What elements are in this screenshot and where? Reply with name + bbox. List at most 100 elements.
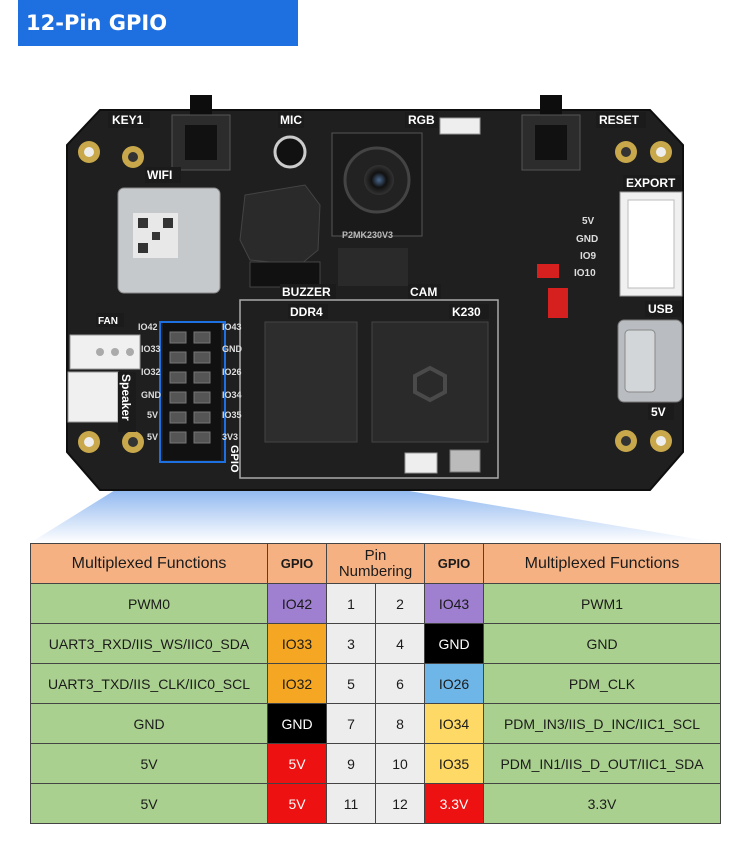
label-wifi: WIFI [147, 168, 172, 182]
header-pin-line1: Pin [364, 546, 387, 564]
left-gpio-cell: IO42 [267, 583, 327, 624]
ddr4-area [239, 299, 499, 479]
header-label-io34: IO34 [222, 390, 242, 400]
export-connector [619, 191, 683, 297]
header-label-gnd-right: GND [222, 344, 243, 354]
header-label-io43: IO43 [222, 322, 242, 332]
header-right-gpio: GPIO [424, 543, 484, 584]
label-speaker: Speaker [119, 374, 133, 421]
pin-left-cell: 1 [326, 583, 376, 624]
right-function-cell: PDM_CLK [483, 663, 721, 704]
reset-button [521, 95, 581, 171]
label-key1: KEY1 [112, 113, 144, 127]
header-right-function: Multiplexed Functions [483, 543, 721, 584]
camera-module [331, 132, 423, 286]
left-function-cell: 5V [30, 783, 268, 824]
buzzer-component [249, 261, 321, 288]
export-pin-gnd: GND [576, 234, 598, 245]
gpio-header [159, 321, 226, 463]
label-cam-module: P2MK230V3 [342, 230, 393, 240]
export-pin-io9: IO9 [580, 251, 597, 262]
right-gpio-cell: 3.3V [424, 783, 484, 824]
header-label-gnd-left: GND [141, 390, 162, 400]
board-illustration: KEY1 MIC RGB RESET WIFI EXPORT P2MK230V3… [30, 95, 720, 543]
right-function-cell: 3.3V [483, 783, 721, 824]
pin-right-cell: 8 [375, 703, 425, 744]
right-gpio-cell: GND [424, 623, 484, 664]
right-gpio-cell: IO43 [424, 583, 484, 624]
right-function-cell: PDM_IN3/IIS_D_INC/IIC1_SCL [483, 703, 721, 744]
right-function-cell: GND [483, 623, 721, 664]
label-mic: MIC [280, 113, 302, 127]
header-label-5v-1: 5V [147, 410, 158, 420]
left-function-cell: UART3_RXD/IIS_WS/IIC0_SDA [30, 623, 268, 664]
label-gpio: GPIO [228, 445, 240, 473]
label-k230: K230 [452, 305, 481, 319]
header-left-function: Multiplexed Functions [30, 543, 268, 584]
left-gpio-cell: GND [267, 703, 327, 744]
wifi-module [117, 187, 221, 294]
right-function-cell: PDM_IN1/IIS_D_OUT/IIC1_SDA [483, 743, 721, 784]
label-ddr4: DDR4 [290, 305, 323, 319]
left-gpio-cell: IO32 [267, 663, 327, 704]
left-gpio-cell: 5V [267, 783, 327, 824]
export-pin-io10: IO10 [574, 268, 596, 279]
pin-right-cell: 10 [375, 743, 425, 784]
page-title: 12-Pin GPIO Introduction [18, 0, 298, 81]
header-label-io42: IO42 [138, 322, 158, 332]
right-gpio-cell: IO26 [424, 663, 484, 704]
left-function-cell: PWM0 [30, 583, 268, 624]
header-label-io35: IO35 [222, 410, 242, 420]
label-usb: USB [648, 302, 674, 316]
k230-chip [371, 321, 489, 443]
label-export: EXPORT [626, 176, 676, 190]
header-label-5v-2: 5V [147, 432, 158, 442]
pin-right-cell: 4 [375, 623, 425, 664]
label-reset: RESET [599, 113, 640, 127]
header-label-io33: IO33 [141, 344, 161, 354]
pin-right-cell: 12 [375, 783, 425, 824]
label-cam: CAM [410, 285, 437, 299]
pin-left-cell: 3 [326, 623, 376, 664]
inductor [239, 184, 321, 266]
left-gpio-cell: 5V [267, 743, 327, 784]
label-5v: 5V [651, 405, 666, 419]
pin-left-cell: 11 [326, 783, 376, 824]
right-gpio-cell: IO34 [424, 703, 484, 744]
label-rgb: RGB [408, 113, 435, 127]
key1-button [171, 95, 231, 171]
crystal [449, 449, 481, 473]
pin-right-cell: 2 [375, 583, 425, 624]
board-labels: KEY1 MIC RGB RESET WIFI EXPORT P2MK230V3… [96, 112, 681, 473]
usb-port [617, 319, 683, 403]
header-pin-line2: Numbering [338, 562, 413, 580]
pin-left-cell: 5 [326, 663, 376, 704]
export-pin-5v: 5V [582, 216, 595, 227]
label-buzzer: BUZZER [282, 285, 331, 299]
red-component-2 [548, 288, 568, 318]
pin-left-cell: 7 [326, 703, 376, 744]
right-gpio-cell: IO35 [424, 743, 484, 784]
left-function-cell: 5V [30, 743, 268, 784]
header-label-io26: IO26 [222, 367, 242, 377]
pin-left-cell: 9 [326, 743, 376, 784]
pin-right-cell: 6 [375, 663, 425, 704]
ddr4-chip [264, 321, 358, 443]
label-fan: FAN [98, 316, 118, 327]
rgb-led [439, 117, 481, 135]
kendryte-logo [413, 365, 447, 403]
red-component-1 [537, 264, 559, 278]
white-component [404, 452, 438, 474]
fan-connector [69, 334, 141, 370]
left-function-cell: GND [30, 703, 268, 744]
